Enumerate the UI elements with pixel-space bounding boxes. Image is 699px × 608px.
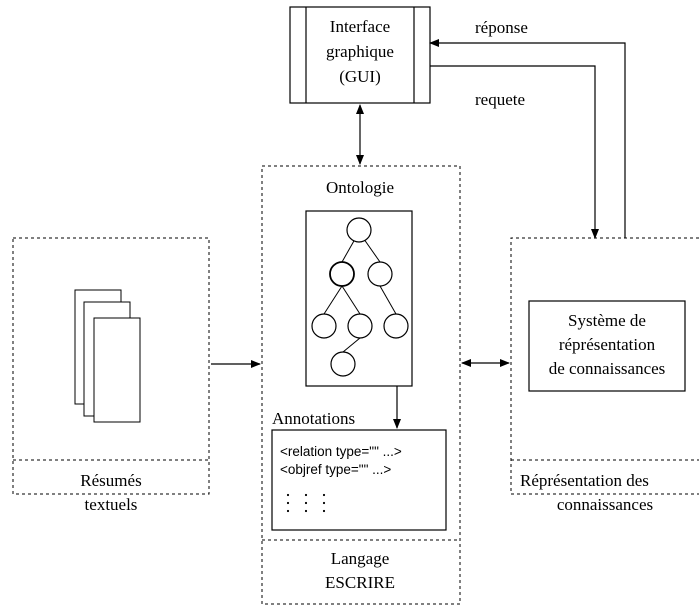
tree-node [347, 313, 373, 339]
ontology-title: Ontologie [326, 178, 394, 197]
request-arrow: requete [430, 65, 599, 239]
request-label: requete [475, 90, 525, 109]
code-ellipsis [286, 493, 326, 513]
tree-node [329, 261, 355, 287]
tree-node [383, 313, 409, 339]
escrire-box: Ontologie Annotations <relation type="" … [261, 165, 461, 605]
system-line2: réprésentation [559, 335, 656, 354]
tree-node [367, 261, 393, 287]
tree-node [311, 313, 337, 339]
tree-node [346, 217, 372, 243]
response-label: réponse [475, 18, 528, 37]
knowledge-footer-line2: connaissances [557, 495, 653, 514]
gui-box: Interface graphique (GUI) [289, 6, 431, 104]
code-line-objref: <objref type="" ...> [280, 462, 391, 477]
gui-label-line1: Interface [330, 17, 390, 36]
code-line-relation: <relation type="" ...> [280, 444, 402, 459]
escrire-footer-line2: ESCRIRE [325, 573, 395, 592]
knowledge-representation-box: Système de réprésentation de connaissanc… [510, 237, 699, 514]
ontology-tree [305, 210, 413, 387]
knowledge-system-box: Système de réprésentation de connaissanc… [528, 300, 686, 392]
escrire-footer-line1: Langage [331, 549, 390, 568]
system-line1: Système de [568, 311, 646, 330]
summaries-footer-line2: textuels [85, 495, 138, 514]
tree-node [330, 351, 356, 377]
document-stack-icon [74, 289, 141, 423]
summaries-footer-line1: Résumés [80, 471, 141, 490]
annotations-title: Annotations [272, 409, 355, 428]
system-line3: de connaissances [549, 359, 666, 378]
gui-label-line2: graphique [326, 42, 394, 61]
summaries-box: Résumés textuels [12, 237, 210, 514]
annotations-code-box: <relation type="" ...> <objref type="" .… [271, 429, 447, 531]
gui-label-line3: (GUI) [339, 67, 381, 86]
knowledge-footer-line1: Réprésentation des [520, 471, 649, 490]
response-arrow: réponse [429, 18, 626, 238]
